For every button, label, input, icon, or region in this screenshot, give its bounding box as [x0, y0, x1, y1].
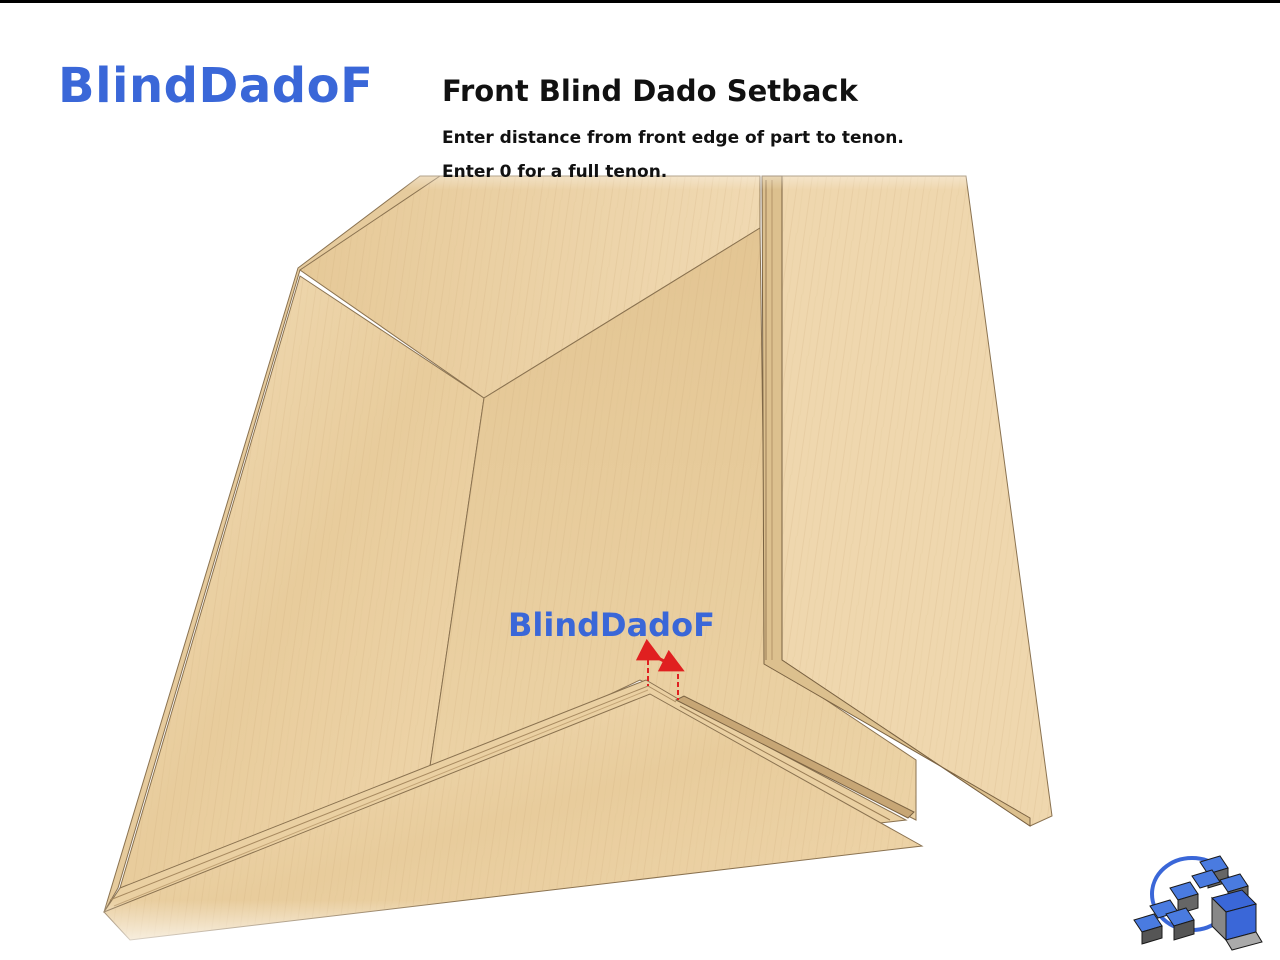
- section-heading: Front Blind Dado Setback: [442, 74, 858, 108]
- dimension-label: BlindDadoF: [508, 606, 715, 644]
- dado-groove: [674, 695, 915, 819]
- top-rule: [0, 0, 1280, 3]
- instruction-line-2: Enter 0 for a full tenon.: [442, 162, 668, 182]
- cube-stack-logo-icon: [1133, 855, 1263, 951]
- instruction-line-1: Enter distance from front edge of part t…: [442, 128, 904, 148]
- page-title: BlindDadoF: [58, 58, 374, 114]
- dimension-arrow: [635, 638, 685, 672]
